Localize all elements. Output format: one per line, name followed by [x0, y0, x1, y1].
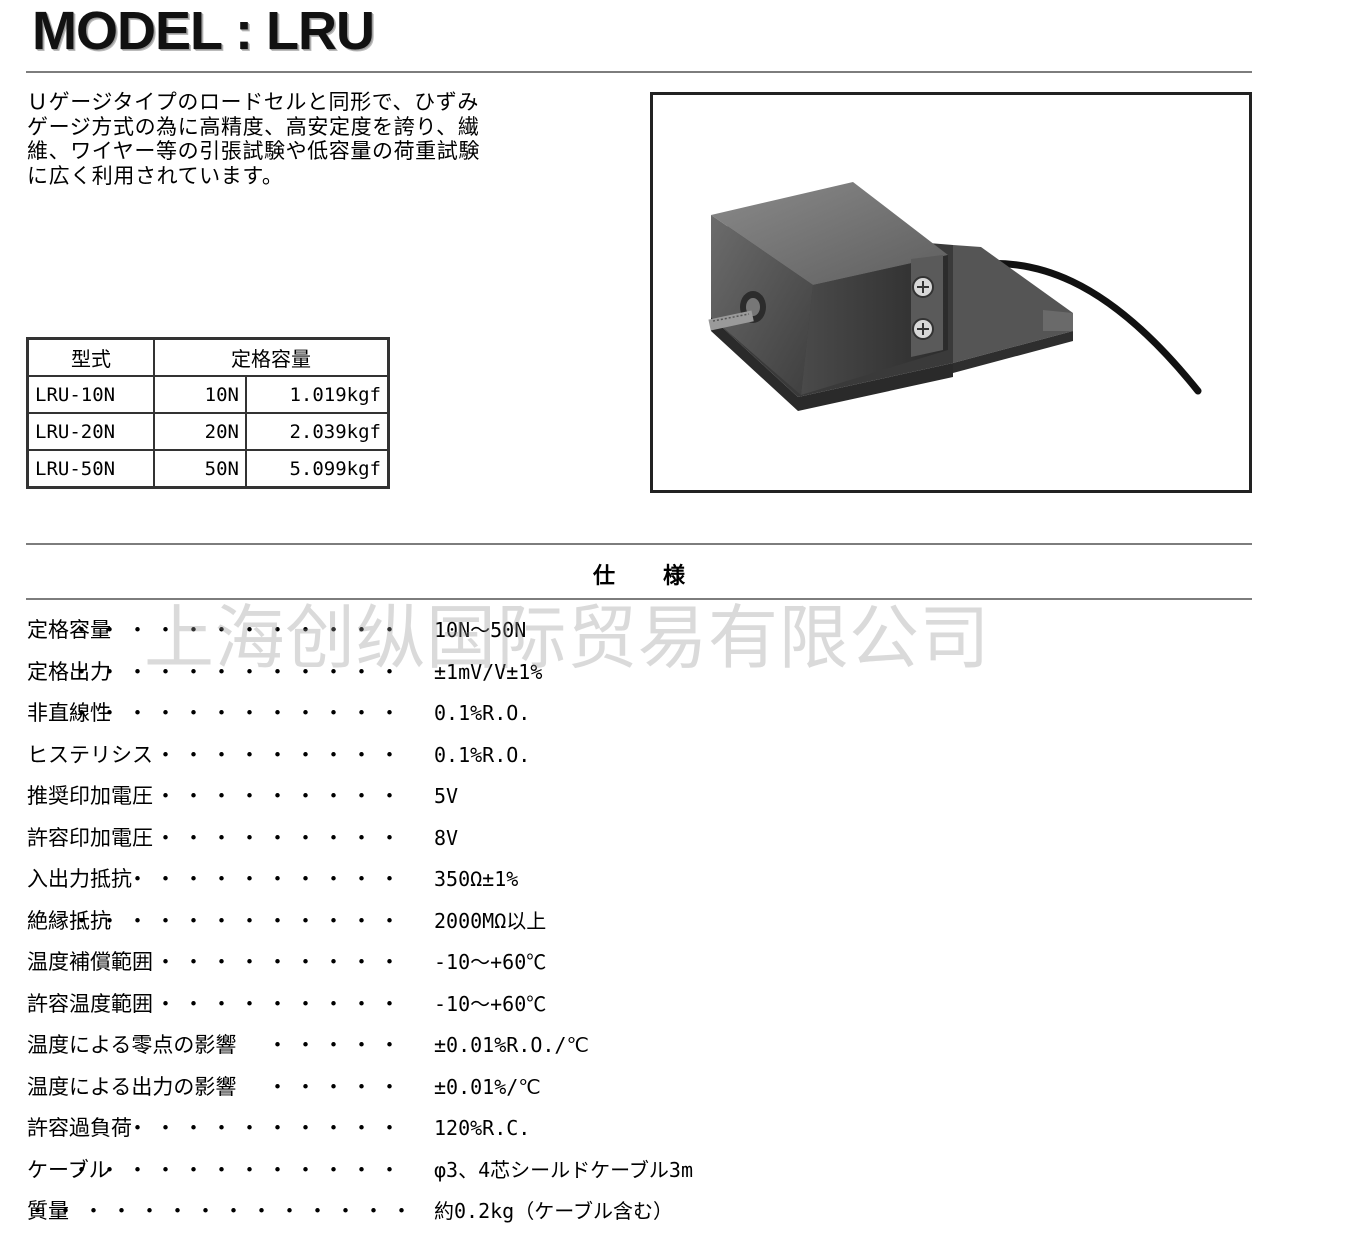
spec-row: 推奨印加電圧・・・・・・・・・ 5V	[27, 776, 1257, 818]
spec-row: ケーブル・・・・・・・・・・・・ φ3、4芯シールドケーブル3m	[27, 1150, 1257, 1192]
table-row: LRU-10N 10N 1.019kgf	[26, 375, 390, 414]
spec-label: 温度補償範囲	[27, 950, 153, 974]
spec-leader-dots: ・・・・・・・・・・	[127, 867, 407, 891]
table-row: LRU-20N 20N 2.039kgf	[26, 412, 390, 451]
spec-list: 定格容量・・・・・・・・・・・・10N～50N 定格出力・・・・・・・・・・・・…	[27, 610, 1257, 1233]
spec-leader-dots: ・・・・・・・・・	[155, 825, 407, 850]
description-line: ゲージ方式の為に高精度、高安定度を誇り、繊	[27, 114, 480, 139]
page-title: MODEL : LRU	[32, 1, 375, 61]
spec-value: ±1mV/V±1%	[434, 659, 543, 684]
spec-leader-dots: ・・・・・・・・・・・・・・	[27, 1199, 419, 1223]
spec-label: 定格容量	[27, 618, 111, 642]
spec-row: ヒステリシス・・・・・・・・・ 0.1%R.O.	[27, 735, 1257, 777]
capacity-n: 10N	[153, 375, 247, 414]
description-line: Ｕゲージタイプのロードセルと同形で、ひずみ	[27, 90, 479, 114]
spec-label: 入出力抵抗	[27, 867, 132, 891]
spec-leader-dots: ・・・・・	[267, 1074, 407, 1099]
model-name: LRU-10N	[26, 375, 155, 414]
spec-leader-dots: ・・・・・・・・・	[155, 950, 407, 974]
spec-value: 2000MΩ以上	[434, 908, 547, 933]
spec-value: -10～+60℃	[434, 991, 547, 1016]
spec-value: 350Ω±1%	[434, 867, 519, 891]
spec-row: 温度補償範囲・・・・・・・・・ -10～+60℃	[27, 942, 1257, 984]
capacity-n: 20N	[153, 412, 247, 451]
spec-row: 温度による零点の影響 ・・・・・ ±0.01%R.O./℃	[27, 1025, 1257, 1067]
spec-value: ±0.01%R.O./℃	[434, 1033, 589, 1057]
product-photo	[650, 92, 1252, 493]
spec-leader-dots: ・・・・・・・・・・・・	[71, 908, 407, 933]
spec-leader-dots: ・・・・・・・・・	[155, 991, 407, 1016]
spec-row: 許容過負荷・・・・・・・・・・ 120%R.C.	[27, 1108, 1257, 1150]
spec-top-divider	[26, 543, 1252, 545]
spec-label: 非直線性	[27, 701, 111, 725]
header-capacity: 定格容量	[153, 337, 390, 377]
spec-value: 5V	[434, 784, 459, 808]
spec-value: φ3、4芯シールドケーブル3m	[434, 1157, 694, 1182]
spec-leader-dots: ・・・・・	[267, 1033, 407, 1057]
spec-row: 定格出力・・・・・・・・・・・・ ±1mV/V±1%	[27, 652, 1257, 694]
spec-leader-dots: ・・・・・・・・・・・・	[71, 701, 407, 725]
product-description: Ｕゲージタイプのロードセルと同形で、ひずみ ゲージ方式の為に高精度、高安定度を誇…	[27, 90, 587, 188]
spec-row: 非直線性・・・・・・・・・・・・ 0.1%R.O.	[27, 693, 1257, 735]
spec-label: 許容印加電圧	[27, 825, 153, 850]
capacity-n: 50N	[153, 449, 247, 489]
spec-leader-dots: ・・・・・・・・・	[155, 742, 407, 767]
spec-label: 許容温度範囲	[27, 991, 153, 1016]
spec-label: 定格出力	[27, 659, 111, 684]
spec-row: 絶縁抵抗・・・・・・・・・・・・ 2000MΩ以上	[27, 901, 1257, 943]
capacity-kgf: 2.039kgf	[245, 412, 390, 451]
spec-value: 120%R.C.	[434, 1116, 531, 1140]
spec-heading: 仕様	[592, 564, 733, 589]
spec-value: 0.1%R.O.	[434, 742, 531, 767]
spec-label: ヒステリシス	[27, 742, 153, 767]
spec-leader-dots: ・・・・・・・・・・・・	[71, 618, 407, 642]
spec-value: 8V	[434, 825, 459, 850]
spec-value: ±0.01%/℃	[434, 1074, 541, 1099]
spec-row: 許容温度範囲・・・・・・・・・ -10～+60℃	[27, 984, 1257, 1026]
spec-row: 質量・・・・・・・・・・・・・・約0.2kg（ケーブル含む）	[27, 1191, 1257, 1233]
spec-label: 温度による出力の影響	[27, 1074, 237, 1099]
capacity-kgf: 5.099kgf	[245, 449, 390, 489]
spec-value: -10～+60℃	[434, 950, 547, 974]
spec-label: ケーブル	[27, 1157, 110, 1182]
model-capacity-table: 型式 定格容量 LRU-10N 10N 1.019kgf LRU-20N 20N…	[26, 337, 390, 489]
spec-row: 温度による出力の影響 ・・・・・ ±0.01%/℃	[27, 1067, 1257, 1109]
title-divider	[26, 71, 1252, 73]
capacity-kgf: 1.019kgf	[245, 375, 390, 414]
table-header-row: 型式 定格容量	[26, 337, 390, 377]
spec-value: 10N～50N	[434, 618, 527, 642]
description-line: 維、ワイヤー等の引張試験や低容量の荷重試験	[27, 139, 480, 163]
spec-leader-dots: ・・・・・・・・・・	[127, 1116, 407, 1140]
spec-row: 定格容量・・・・・・・・・・・・ 10N～50N	[27, 610, 1257, 652]
spec-value: 約0.2kg（ケーブル含む）	[434, 1199, 674, 1223]
model-name: LRU-20N	[26, 412, 155, 451]
spec-leader-dots: ・・・・・・・・・・・・	[71, 659, 407, 684]
spec-label: 許容過負荷	[27, 1116, 132, 1140]
description-line: に広く利用されています。	[27, 163, 284, 188]
spec-value: 0.1%R.O.	[434, 701, 531, 725]
spec-row: 許容印加電圧・・・・・・・・・ 8V	[27, 818, 1257, 860]
spec-heading-divider	[26, 598, 1252, 600]
spec-label: 絶縁抵抗	[27, 908, 111, 933]
spec-leader-dots: ・・・・・・・・・・・・	[71, 1157, 407, 1182]
spec-row: 入出力抵抗・・・・・・・・・・ 350Ω±1%	[27, 859, 1257, 901]
load-cell-illustration	[708, 182, 1202, 411]
spec-label: 質量	[27, 1199, 69, 1223]
spec-label: 温度による零点の影響	[27, 1033, 237, 1057]
model-name: LRU-50N	[26, 449, 155, 489]
spec-leader-dots: ・・・・・・・・・	[155, 784, 407, 808]
table-row: LRU-50N 50N 5.099kgf	[26, 449, 390, 489]
spec-label: 推奨印加電圧	[27, 784, 153, 808]
watermark-text: 上海创纵国际贸易有限公司	[144, 597, 990, 679]
header-model: 型式	[26, 337, 155, 377]
